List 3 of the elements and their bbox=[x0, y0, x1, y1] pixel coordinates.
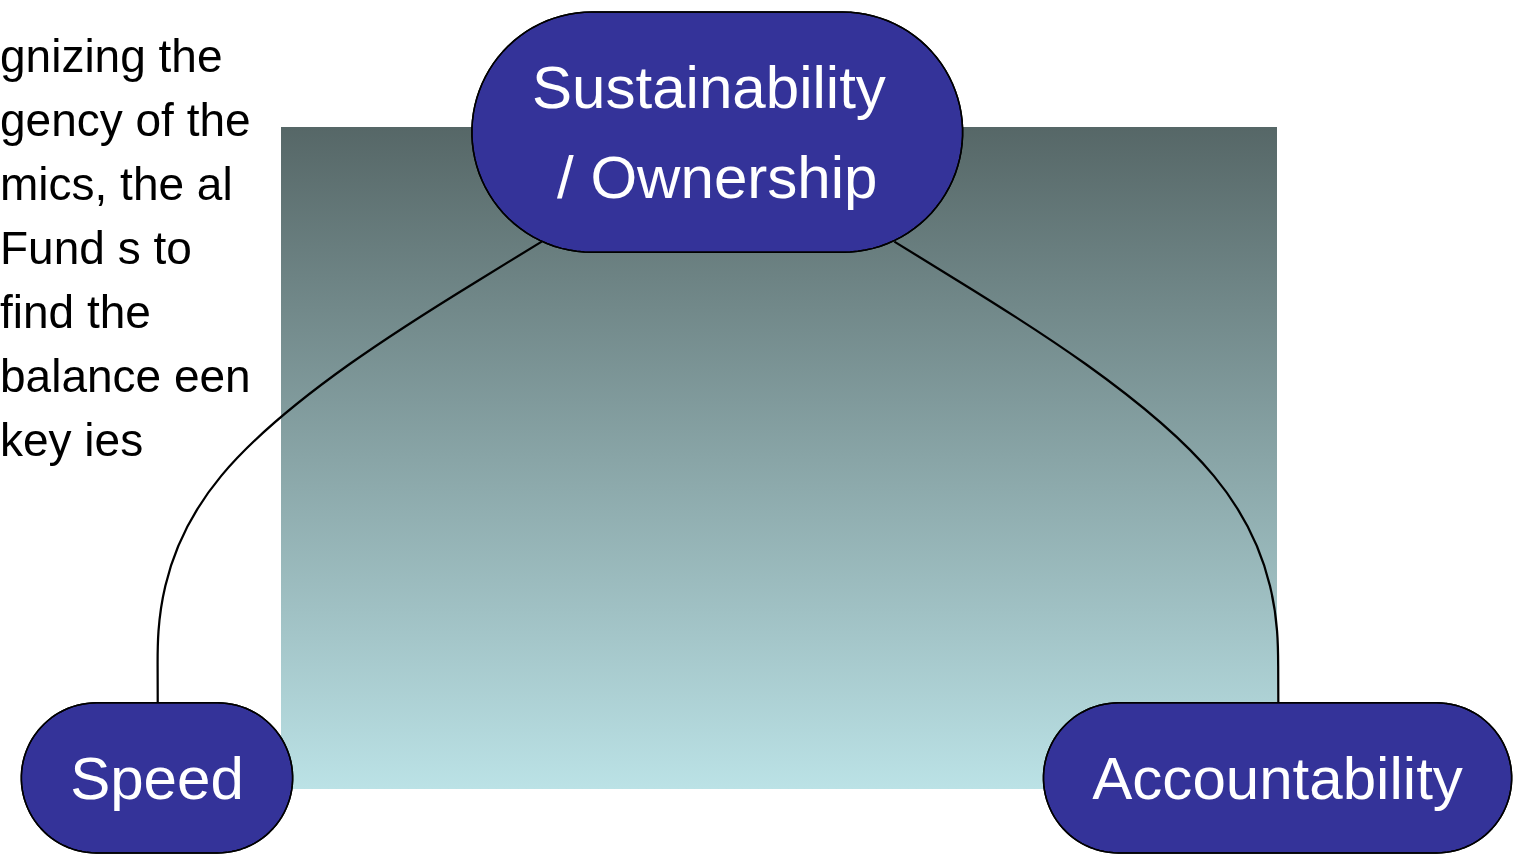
connector bbox=[156, 240, 543, 704]
connector bbox=[893, 240, 1280, 704]
description-text: gnizing the gency of the mics, the al Fund s to find the balance een key ies bbox=[0, 29, 252, 468]
